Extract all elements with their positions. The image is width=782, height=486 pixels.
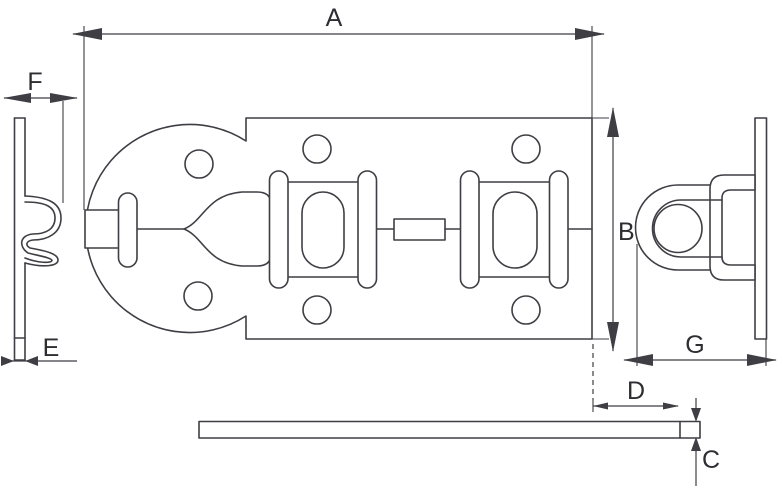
screw-hole [511, 134, 541, 164]
bolt-end-tab [84, 209, 122, 249]
knob-profile-inner-curve [20, 201, 56, 264]
dim-a-arrowhead-right [575, 28, 605, 40]
bracket-strap-left [268, 170, 289, 289]
dimension-c: C [691, 398, 720, 486]
bracket-strap-left [459, 170, 480, 289]
keeper-eye-inner [651, 199, 723, 258]
keeper-eye-hole [653, 203, 703, 254]
dim-a-arrowhead-left [72, 28, 102, 40]
dimension-d: D [592, 377, 679, 412]
dim-g-arrowhead-right [747, 354, 777, 366]
bolt-guide-bracket-2 [459, 170, 569, 289]
bracket-slot-obround [492, 191, 538, 269]
dimension-f-label: F [27, 68, 42, 96]
bolt-assembly [84, 191, 593, 268]
dim-d-arrowhead-right [663, 402, 679, 410]
dim-b-arrowhead-bottom [607, 322, 619, 352]
dimension-g-label: G [685, 331, 704, 359]
bolt-handle-capsule [117, 192, 138, 268]
side-profile-view [13, 117, 62, 361]
dim-e-arrowhead-left [1, 356, 14, 366]
screw-hole [183, 281, 213, 311]
dimension-d-label: D [627, 377, 645, 405]
dim-c-arrowhead-up [691, 437, 701, 451]
screw-hole [184, 149, 214, 179]
bracket-strap-right [357, 170, 378, 289]
dim-f-arrowhead-left [3, 93, 31, 103]
dimension-e-label: E [43, 334, 60, 362]
bracket-strap-right [548, 170, 569, 289]
dimension-f: F [3, 68, 78, 203]
dimension-a: A [72, 4, 605, 210]
keeper-eye-outer [634, 184, 717, 271]
dim-c-arrowhead-down [691, 408, 701, 422]
dim-b-arrowhead-top [607, 107, 619, 137]
dim-e-arrowhead-right [25, 356, 38, 366]
bracket-slot-obround [301, 191, 345, 269]
dim-g-arrowhead-left [623, 354, 653, 366]
keeper-back-plate [754, 117, 768, 340]
plate-edge-side-view [198, 420, 701, 439]
dimension-a-label: A [326, 4, 343, 32]
screw-hole [302, 295, 332, 325]
dimension-g: G [623, 244, 777, 366]
dimension-b-label: B [618, 218, 635, 246]
bolt-guide-bracket-1 [268, 170, 378, 289]
screw-hole [302, 134, 332, 164]
dimension-b: B [592, 107, 635, 352]
keeper-loop-band [709, 174, 756, 281]
dim-d-arrowhead-left [593, 402, 608, 410]
keeper-side-view [634, 117, 768, 340]
dim-f-arrowhead-right [50, 93, 78, 103]
plate-edge-bar [198, 420, 701, 439]
screw-hole [511, 295, 541, 325]
knob-profile-outer-curve [24, 195, 62, 267]
dimension-c-label: C [702, 446, 720, 474]
bolt-stop-block [393, 218, 446, 241]
dimension-e: E [1, 334, 77, 366]
